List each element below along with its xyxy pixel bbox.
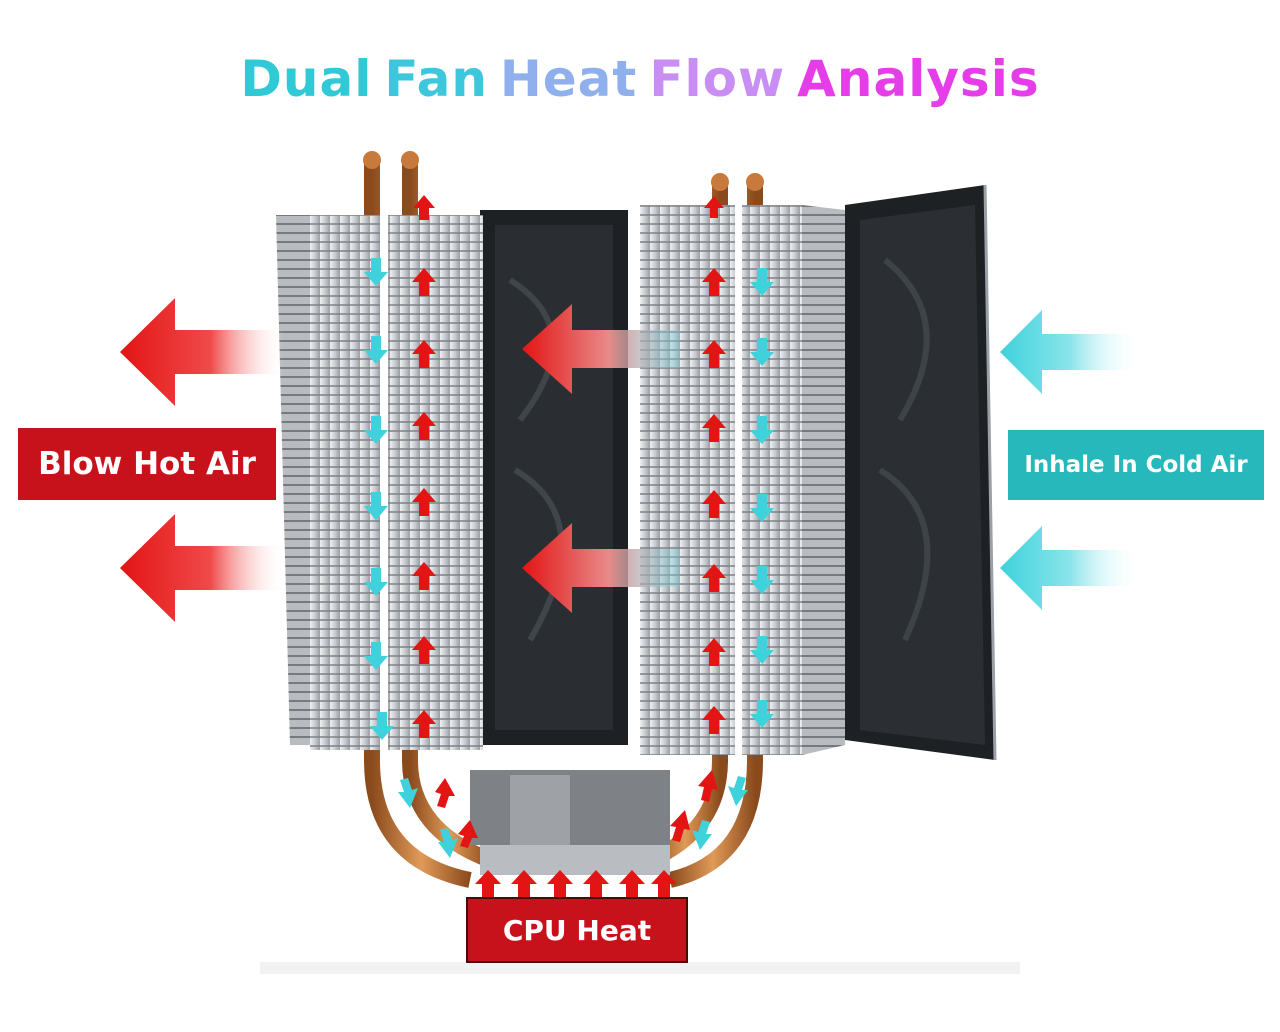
heat-up-arrow-icon [412,195,436,738]
cpu-base [470,770,670,875]
heatpipes [363,151,764,888]
right-fin-stack [640,205,845,755]
inhale-cold-air-label: Inhale In Cold Air [1008,430,1264,500]
cool-down-arrow-icon [750,268,774,728]
floor-shadow [260,962,1020,974]
heat-up-arrow-icon [702,196,726,734]
cold-air-arrow-icon [1000,310,1140,610]
heat-up-arrow-icon [475,870,677,898]
cool-down-arrow-icon [398,776,748,858]
title-word: Flow [649,50,786,108]
heat-up-arrow-icon [435,770,718,848]
hot-air-arrow-icon [522,304,680,613]
title-word: Dual [240,50,373,108]
title-word: Fan [384,50,488,108]
title-word: Analysis [797,50,1040,108]
hot-air-arrow-icon [120,298,285,622]
cpu-heat-label: CPU Heat [466,897,688,963]
middle-fan [480,210,628,745]
blow-hot-air-label: Blow Hot Air [18,428,276,500]
cool-down-arrow-icon [364,258,394,740]
title-word: Heat [499,50,638,108]
rear-fan [845,184,997,761]
left-fin-stack [276,215,483,750]
